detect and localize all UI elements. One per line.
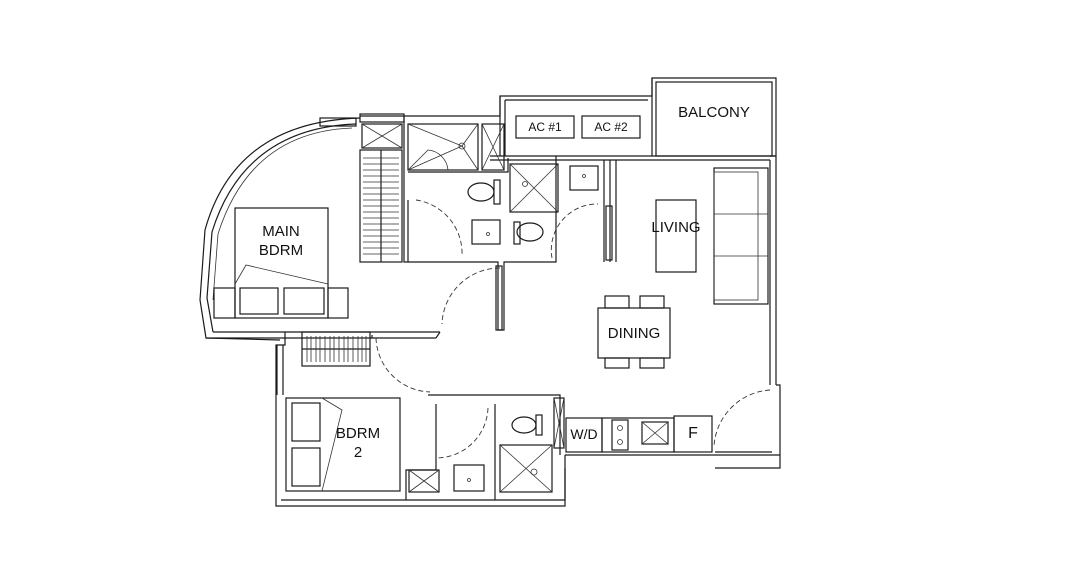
doors bbox=[375, 205, 771, 447]
room-label-bdrm2: BDRM 2 bbox=[335, 425, 381, 461]
bdrm2-bed bbox=[285, 397, 401, 492]
wardrobe-main bbox=[359, 123, 403, 263]
bathroom-common bbox=[509, 163, 599, 259]
fixture-label-washer-dryer: W/D bbox=[570, 426, 598, 442]
room-label-balcony: BALCONY bbox=[678, 104, 750, 121]
living-furniture bbox=[655, 167, 769, 305]
dining-set bbox=[597, 295, 671, 369]
wardrobe-bdrm2 bbox=[301, 331, 371, 367]
main-bed bbox=[213, 207, 349, 319]
bathroom-main bbox=[407, 123, 505, 262]
fixture-label-fridge: F bbox=[688, 425, 698, 442]
fixture-label-ac2: AC #2 bbox=[594, 120, 628, 134]
bathroom-bdrm2 bbox=[408, 397, 565, 493]
kitchen bbox=[565, 415, 713, 453]
room-label-main-bdrm: MAIN BDRM bbox=[258, 223, 304, 259]
room-label-dining: DINING bbox=[607, 325, 661, 342]
outer-walls bbox=[199, 77, 781, 507]
room-label-living: LIVING bbox=[651, 219, 701, 236]
ac-ledge bbox=[515, 115, 641, 139]
fixture-label-ac1: AC #1 bbox=[528, 120, 562, 134]
